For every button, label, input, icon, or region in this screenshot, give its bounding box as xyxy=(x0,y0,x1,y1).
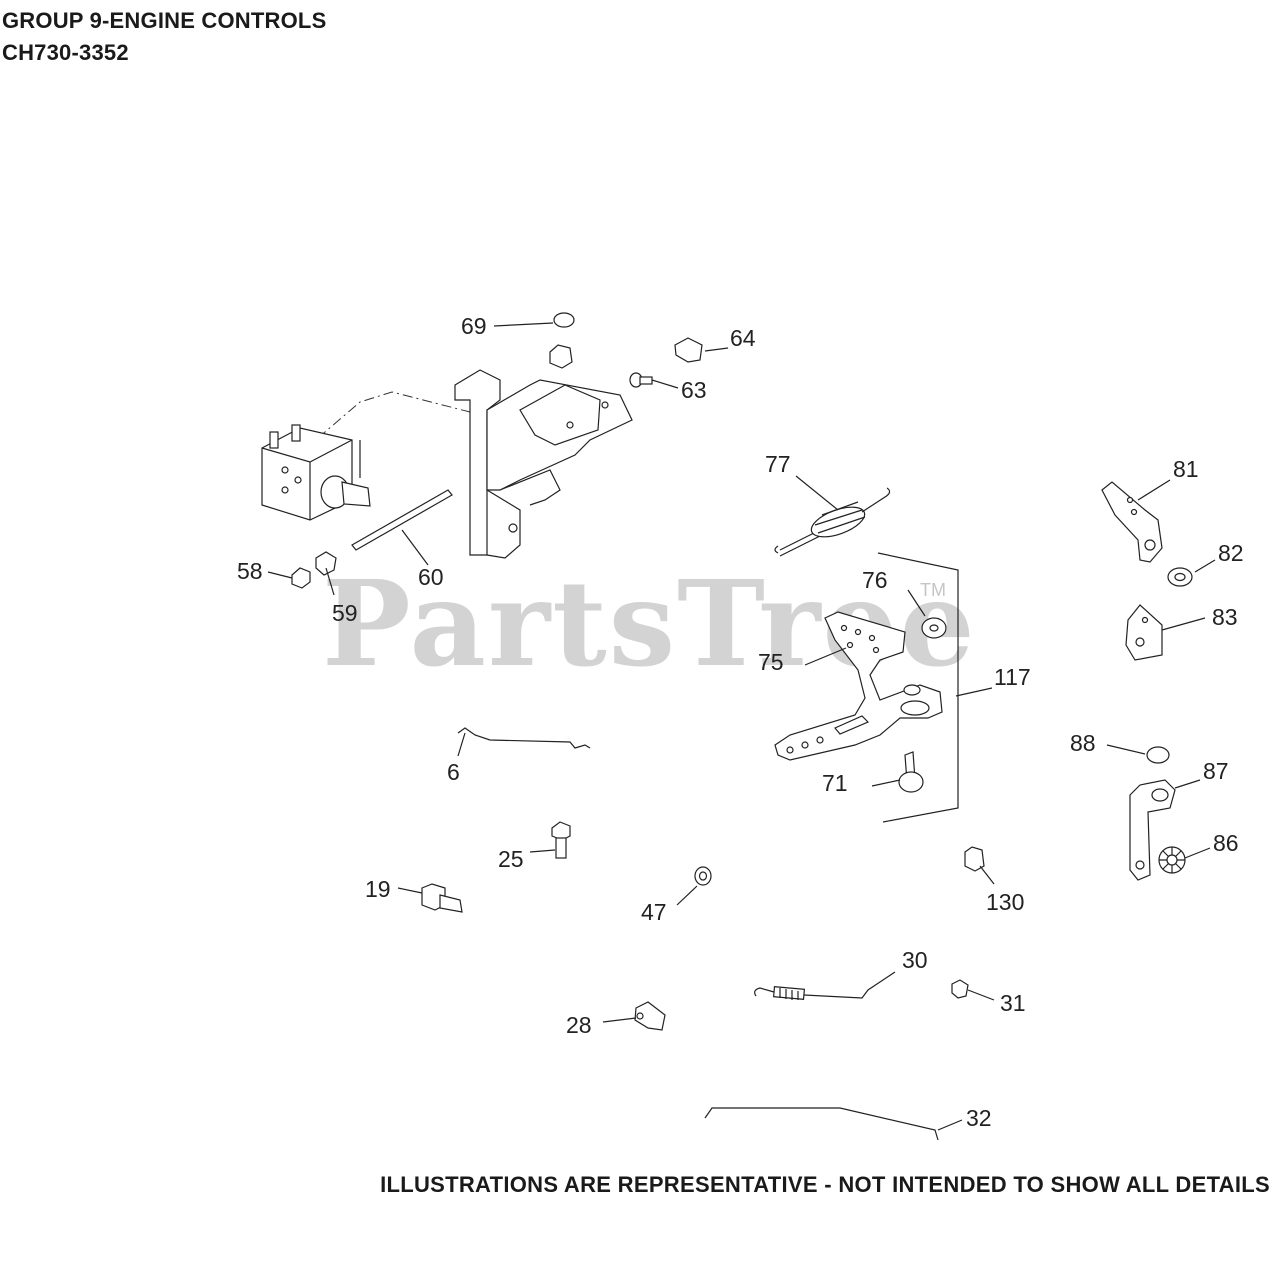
star-washer-86-part xyxy=(1158,846,1186,874)
washer-69-part xyxy=(553,312,575,328)
callout-59: 59 xyxy=(332,600,358,626)
nut-31-part xyxy=(951,979,969,999)
ring-47-part xyxy=(694,866,712,886)
solenoid-part xyxy=(261,424,371,521)
callout-117: 117 xyxy=(994,664,1031,690)
nut-part xyxy=(549,344,573,369)
callout-130: 130 xyxy=(986,889,1024,915)
callout-60: 60 xyxy=(418,564,444,590)
callout-31: 31 xyxy=(1000,990,1026,1016)
callout-58: 58 xyxy=(237,558,263,584)
bolt-19-part xyxy=(421,883,463,913)
callout-86: 86 xyxy=(1213,830,1239,856)
callout-81: 81 xyxy=(1173,456,1199,482)
callout-71: 71 xyxy=(822,770,848,796)
callout-25: 25 xyxy=(498,846,524,872)
bracket-83-part xyxy=(1125,604,1163,661)
callout-82: 82 xyxy=(1218,540,1244,566)
bracket-81-part xyxy=(1101,481,1163,563)
callout-83: 83 xyxy=(1212,604,1238,630)
bushing-76-part xyxy=(921,617,947,639)
leader-lines xyxy=(267,322,1216,1131)
callout-88: 88 xyxy=(1070,730,1096,756)
rod-32-part xyxy=(704,1107,939,1141)
spring-30-part xyxy=(754,971,896,1000)
nut-59-part xyxy=(315,551,337,576)
callout-77: 77 xyxy=(765,451,791,477)
assembly-frame xyxy=(877,552,959,823)
trademark-symbol: TM xyxy=(920,580,946,600)
callout-76: 76 xyxy=(862,567,888,593)
callout-32: 32 xyxy=(966,1105,992,1131)
nut-58-part xyxy=(291,567,311,589)
model-number: CH730-3352 xyxy=(2,40,129,65)
bracket-87-part xyxy=(1129,779,1176,881)
link-rod-6-part xyxy=(457,727,591,749)
control-bracket-part xyxy=(454,369,633,559)
washer-88-part xyxy=(1146,746,1170,764)
bolt-25-part xyxy=(551,821,571,859)
washer-82-part xyxy=(1167,567,1193,587)
callout-28: 28 xyxy=(566,1012,592,1038)
callout-47: 47 xyxy=(641,899,667,925)
clip-28-part xyxy=(634,1001,666,1031)
callout-63: 63 xyxy=(681,377,707,403)
screw-63-part xyxy=(629,372,653,388)
rod-60-part xyxy=(351,489,453,551)
callout-19: 19 xyxy=(365,876,391,902)
nut-130-part xyxy=(964,846,985,872)
disclaimer-text: ILLUSTRATIONS ARE REPRESENTATIVE - NOT I… xyxy=(380,1172,1270,1197)
spring-77-part xyxy=(774,487,891,557)
pin-71-part xyxy=(898,751,924,793)
callout-64: 64 xyxy=(730,325,756,351)
callout-30: 30 xyxy=(902,947,928,973)
clip-64-part xyxy=(674,337,703,363)
callout-6: 6 xyxy=(447,759,460,785)
callout-87: 87 xyxy=(1203,758,1229,784)
lever-75-part xyxy=(774,611,943,761)
callout-69: 69 xyxy=(461,313,487,339)
callout-75: 75 xyxy=(758,649,784,675)
diagram-title: GROUP 9-ENGINE CONTROLS xyxy=(2,8,327,33)
